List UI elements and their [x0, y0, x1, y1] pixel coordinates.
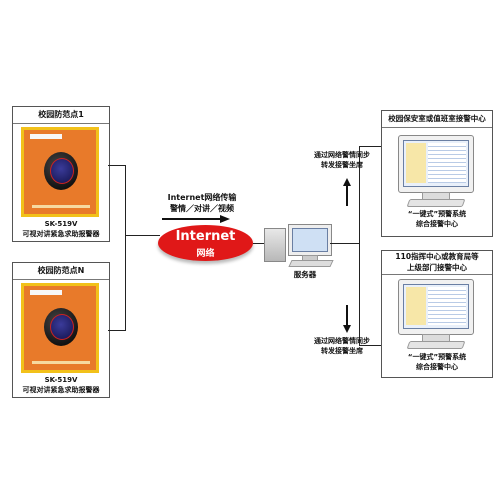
network-subtitle: 警情／对讲／视频: [170, 204, 234, 213]
sync-label-bottom: 通过网络警情同步: [314, 337, 370, 345]
network-title: Internet网络传输: [167, 193, 237, 202]
keyboard-icon: [406, 341, 466, 349]
server-tower-icon: [264, 228, 286, 262]
panel-title: 校园防范点1: [13, 107, 109, 124]
connector-line: [330, 243, 360, 244]
device-description: 可视对讲紧急求助报警器: [22, 386, 100, 394]
device-model: SK-519V: [44, 376, 78, 384]
down-arrow-icon: [343, 305, 351, 333]
alarm-center-panel-1: 校园保安室或值班室接警中心 “一键式”预警系统 综合接警中心: [381, 110, 493, 237]
monitor-icon: [398, 279, 474, 335]
internet-ellipse: Internet 网络: [158, 225, 253, 261]
system-caption-2: 综合接警中心: [416, 363, 458, 371]
alarm-center-panel-2: 110指挥中心或教育局等 上级部门接警中心 “一键式”预警系统 综合接警中心: [381, 250, 493, 378]
server-label: 服务器: [293, 270, 317, 279]
connector-line: [108, 165, 126, 166]
monitor-icon: [398, 135, 474, 193]
connector-line: [359, 345, 381, 346]
system-caption: “一键式”预警系统: [407, 210, 467, 218]
panel-title-line1: 110指挥中心或教育局等: [395, 252, 479, 261]
network-label: 网络: [196, 249, 215, 259]
sync-label-top-2: 转发接警坐席: [321, 161, 363, 169]
internet-label: Internet: [175, 229, 236, 244]
device-model: SK-519V: [44, 220, 78, 228]
right-arrow-icon: [162, 215, 230, 223]
emergency-alarm-device-image: [21, 127, 99, 217]
emergency-alarm-device-image: [21, 283, 99, 373]
connector-line: [108, 330, 126, 331]
panel-title: 校园保安室或值班室接警中心: [382, 111, 492, 128]
alarm-point-panel-1: 校园防范点1 SK-519V 可视对讲紧急求助报警器: [12, 106, 110, 242]
system-caption-2: 综合接警中心: [416, 220, 458, 228]
connector-line: [125, 165, 126, 331]
panel-title-line2: 上级部门接警中心: [382, 262, 492, 275]
connector-line: [253, 243, 265, 244]
connector-line: [359, 146, 360, 346]
sync-label-top: 通过网络警情同步: [314, 151, 370, 159]
server-keyboard: [288, 260, 334, 267]
device-description: 可视对讲紧急求助报警器: [22, 230, 100, 238]
keyboard-icon: [406, 199, 466, 207]
connector-line: [125, 235, 160, 236]
up-arrow-icon: [343, 178, 351, 206]
alarm-point-panel-n: 校园防范点N SK-519V 可视对讲紧急求助报警器: [12, 262, 110, 398]
panel-title: 校园防范点N: [13, 263, 109, 280]
connector-line: [359, 146, 381, 147]
system-caption: “一键式”预警系统: [407, 353, 467, 361]
server-monitor-icon: [288, 224, 332, 256]
sync-label-bottom-2: 转发接警坐席: [321, 347, 363, 355]
